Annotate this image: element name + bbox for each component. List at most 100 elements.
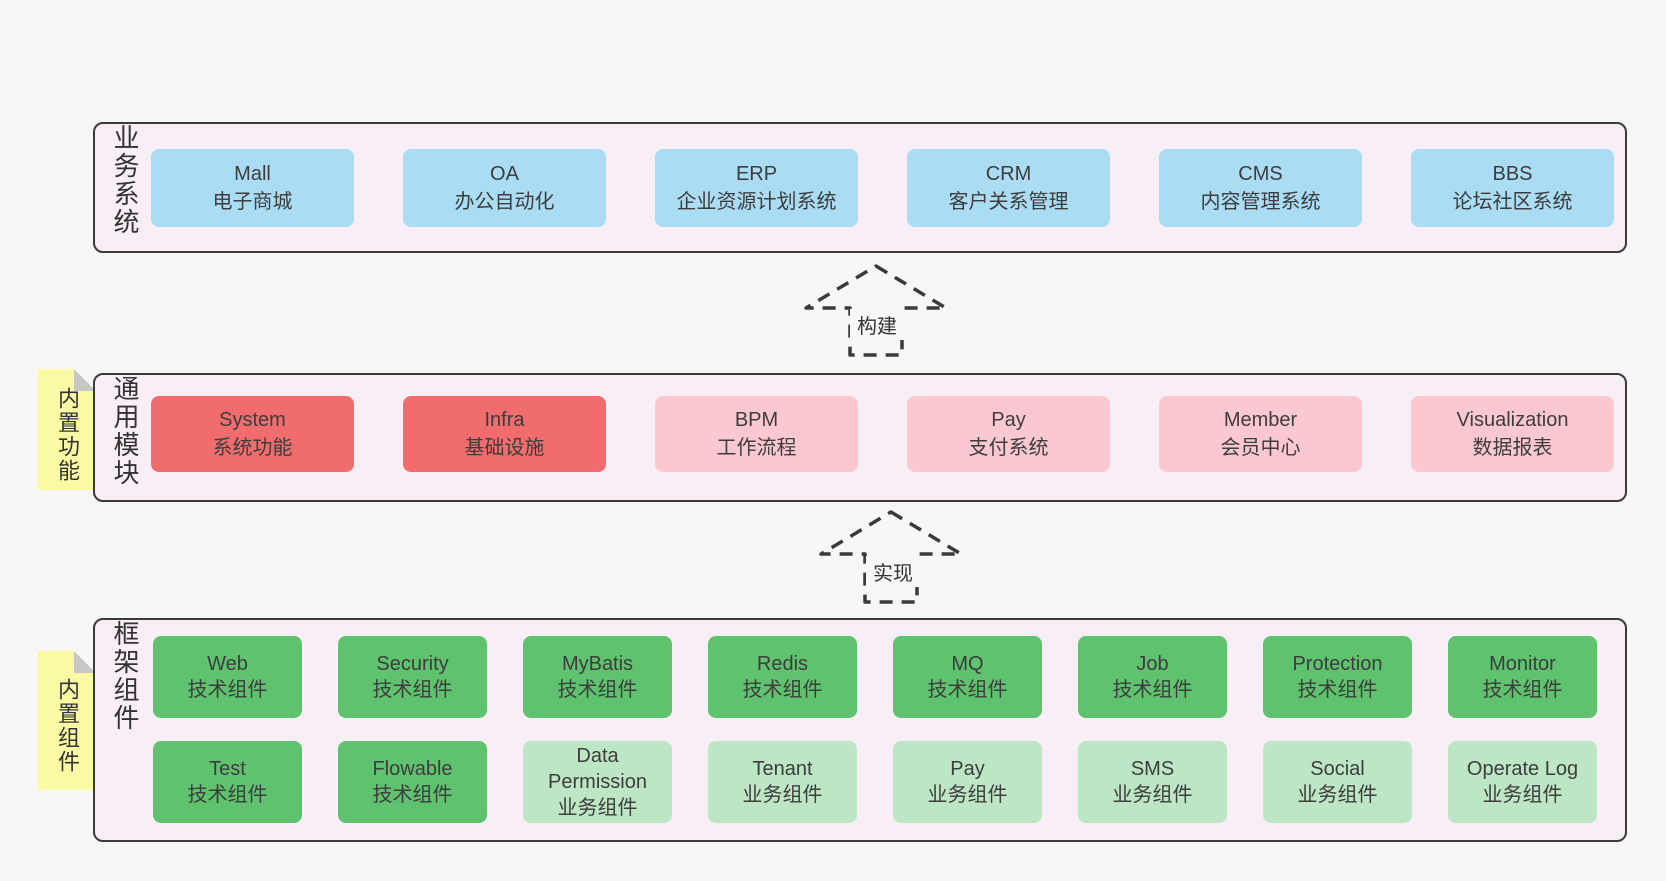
box-title: Social <box>1310 758 1365 780</box>
box-title: MQ <box>951 653 984 675</box>
box-redis: Redis 技术组件 <box>708 636 857 718</box>
box-subtitle: 技术组件 <box>927 679 1008 701</box>
box-subtitle: 技术组件 <box>1482 679 1563 701</box>
box-title: Tenant <box>752 758 813 780</box>
box-subtitle: 业务组件 <box>742 784 823 806</box>
box-subtitle: 技术组件 <box>372 679 453 701</box>
box-bbs: BBS 论坛社区系统 <box>1411 149 1614 227</box>
band-framework-label: 框架组件 <box>110 620 140 732</box>
box-subtitle: 企业资源计划系统 <box>676 191 837 213</box>
box-subtitle: 业务组件 <box>557 797 638 819</box>
box-subtitle: 技术组件 <box>742 679 823 701</box>
box-title: SMS <box>1130 758 1175 780</box>
box-title: BPM <box>734 409 779 431</box>
box-title: CRM <box>985 163 1032 185</box>
box-subtitle: 业务组件 <box>927 784 1008 806</box>
box-mall: Mall 电子商城 <box>151 149 354 227</box>
box-flowable: Flowable 技术组件 <box>338 741 487 823</box>
box-subtitle: 论坛社区系统 <box>1452 191 1573 213</box>
box-title: Pay <box>991 409 1026 431</box>
box-protection: Protection 技术组件 <box>1263 636 1412 718</box>
box-subtitle: 技术组件 <box>1112 679 1193 701</box>
box-job: Job 技术组件 <box>1078 636 1227 718</box>
box-web: Web 技术组件 <box>153 636 302 718</box>
box-subtitle: 技术组件 <box>187 784 268 806</box>
box-oa: OA 办公自动化 <box>403 149 606 227</box>
build-arrow-icon <box>804 264 948 357</box>
band-common-modules: 通用模块 System 系统功能 Infra 基础设施 BPM 工作流程 Pay 支付系统 Me… <box>93 373 1627 502</box>
box-subtitle: 业务组件 <box>1297 784 1378 806</box>
box-subtitle: 技术组件 <box>1297 679 1378 701</box>
box-visualization: Visualization 数据报表 <box>1411 396 1614 472</box>
box-subtitle: 办公自动化 <box>454 191 555 213</box>
box-sms: SMS 业务组件 <box>1078 741 1227 823</box>
box-subtitle: 工作流程 <box>716 437 797 459</box>
box-title: Mall <box>234 163 271 185</box>
box-system: System 系统功能 <box>151 396 354 472</box>
box-mq: MQ 技术组件 <box>893 636 1042 718</box>
box-mybatis: MyBatis 技术组件 <box>523 636 672 718</box>
box-subtitle: 技术组件 <box>557 679 638 701</box>
box-title: Job <box>1136 653 1169 675</box>
box-title: Operate Log <box>1466 758 1579 780</box>
box-subtitle: 电子商城 <box>212 191 293 213</box>
box-title: Flowable <box>372 758 453 780</box>
box-title: Monitor <box>1489 653 1556 675</box>
box-title: Infra <box>484 409 525 431</box>
box-title: Protection <box>1292 653 1383 675</box>
box-test: Test 技术组件 <box>153 741 302 823</box>
box-title: Redis <box>756 653 809 675</box>
box-title: Test <box>209 758 246 780</box>
box-subtitle: 会员中心 <box>1220 437 1301 459</box>
band-business-label: 业务系统 <box>110 124 140 236</box>
box-bpm: BPM 工作流程 <box>655 396 858 472</box>
box-subtitle: 支付系统 <box>968 437 1049 459</box>
box-pay: Pay 支付系统 <box>907 396 1110 472</box>
box-subtitle: 技术组件 <box>372 784 453 806</box>
build-arrow-label: 构建 <box>850 309 904 340</box>
box-title: Visualization <box>1456 409 1569 431</box>
sticky-note-label: 内置组件 <box>55 677 80 774</box>
box-cms: CMS 内容管理系统 <box>1159 149 1362 227</box>
box-social: Social 业务组件 <box>1263 741 1412 823</box>
box-title: Web <box>207 653 248 675</box>
box-title: Security <box>376 653 449 675</box>
sticky-note-label: 内置功能 <box>55 386 80 483</box>
implement-arrow-icon <box>819 510 963 604</box>
box-subtitle: 业务组件 <box>1482 784 1563 806</box>
box-title: MyBatis <box>561 653 634 675</box>
box-operate-log: Operate Log 业务组件 <box>1448 741 1597 823</box>
box-title: CMS <box>1238 163 1283 185</box>
box-title: BBS <box>1492 163 1533 185</box>
box-title: OA <box>490 163 519 185</box>
box-crm: CRM 客户关系管理 <box>907 149 1110 227</box>
box-data-permission: Data Permission 业务组件 <box>523 741 672 823</box>
band-common-label: 通用模块 <box>110 375 140 487</box>
box-monitor: Monitor 技术组件 <box>1448 636 1597 718</box>
box-security: Security 技术组件 <box>338 636 487 718</box>
box-title: System <box>219 409 286 431</box>
box-title: Data Permission <box>548 745 647 793</box>
box-subtitle: 基础设施 <box>464 437 545 459</box>
implement-arrow-label: 实现 <box>866 556 920 587</box>
box-member: Member 会员中心 <box>1159 396 1362 472</box>
box-subtitle: 系统功能 <box>212 437 293 459</box>
box-subtitle: 内容管理系统 <box>1200 191 1321 213</box>
box-title: Member <box>1223 409 1298 431</box>
sticky-note-built-in-features: 内置功能 <box>38 369 96 490</box>
box-tenant: Tenant 业务组件 <box>708 741 857 823</box>
box-subtitle: 业务组件 <box>1112 784 1193 806</box>
box-subtitle: 客户关系管理 <box>948 191 1069 213</box>
common-box-row: System 系统功能 Infra 基础设施 BPM 工作流程 Pay 支付系统 Member 会… <box>151 396 1614 472</box>
box-infra: Infra 基础设施 <box>403 396 606 472</box>
sticky-note-built-in-components: 内置组件 <box>38 651 96 790</box>
box-subtitle: 技术组件 <box>187 679 268 701</box>
box-subtitle: 数据报表 <box>1472 437 1553 459</box>
